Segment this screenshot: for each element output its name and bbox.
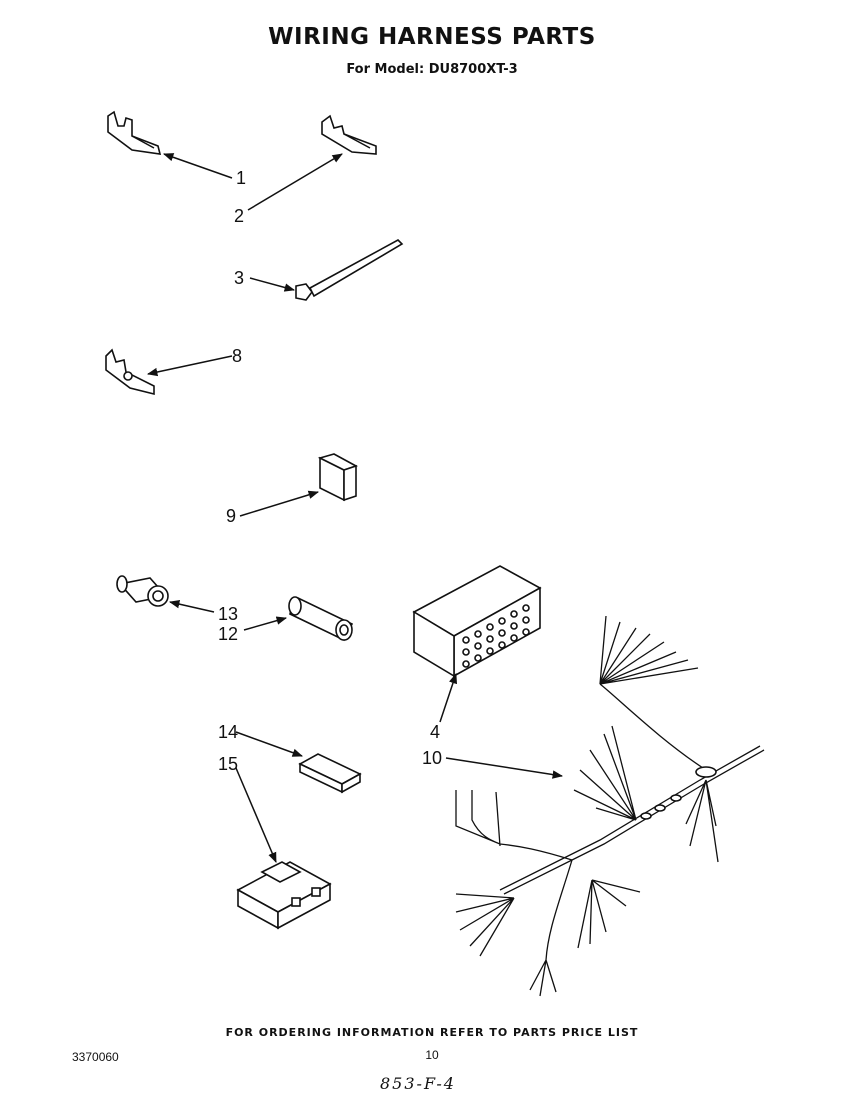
leader-13 <box>168 599 215 613</box>
callout-2: 2 <box>234 206 244 226</box>
part-3-cable-tie <box>295 239 404 301</box>
callout-13: 13 <box>218 604 238 624</box>
leader-14 <box>235 731 303 757</box>
callout-9: 9 <box>226 506 236 526</box>
leader-12 <box>243 616 288 631</box>
page-title: WIRING HARNESS PARTS <box>268 24 596 50</box>
document-number: 3370060 <box>72 1050 119 1064</box>
part-4-terminal-block <box>412 565 542 678</box>
leader-1 <box>163 153 233 179</box>
part-9-connector <box>317 453 358 502</box>
leader-4 <box>439 673 457 723</box>
terminal-block-holes <box>462 604 530 668</box>
ordering-note: FOR ORDERING INFORMATION REFER TO PARTS … <box>225 1026 639 1039</box>
part-15-bracket <box>236 861 332 930</box>
leader-2 <box>247 153 343 211</box>
part-8-terminal <box>105 348 155 396</box>
callout-1: 1 <box>236 168 246 188</box>
model-subtitle: For Model: DU8700XT-3 <box>346 62 518 77</box>
part-2-terminal <box>321 114 377 155</box>
page-number: 10 <box>425 1048 439 1062</box>
part-10-wiring-harness <box>455 615 765 997</box>
leader-15 <box>235 767 277 863</box>
part-1-terminal <box>107 110 162 155</box>
leader-10 <box>445 757 564 779</box>
callout-4: 4 <box>430 722 440 742</box>
leader-8 <box>146 355 233 377</box>
callout-15: 15 <box>218 754 238 774</box>
callout-3: 3 <box>234 268 244 288</box>
leader-3 <box>249 277 296 292</box>
part-13-sleeve <box>116 575 169 607</box>
handwritten-note: 853-F-4 <box>380 1074 456 1093</box>
callout-10: 10 <box>422 748 442 768</box>
part-14-pad <box>298 753 362 794</box>
callout-12: 12 <box>218 624 238 644</box>
leader-9 <box>239 490 320 517</box>
callout-14: 14 <box>218 722 238 742</box>
callout-8: 8 <box>232 346 242 366</box>
part-12-tube <box>288 596 354 642</box>
